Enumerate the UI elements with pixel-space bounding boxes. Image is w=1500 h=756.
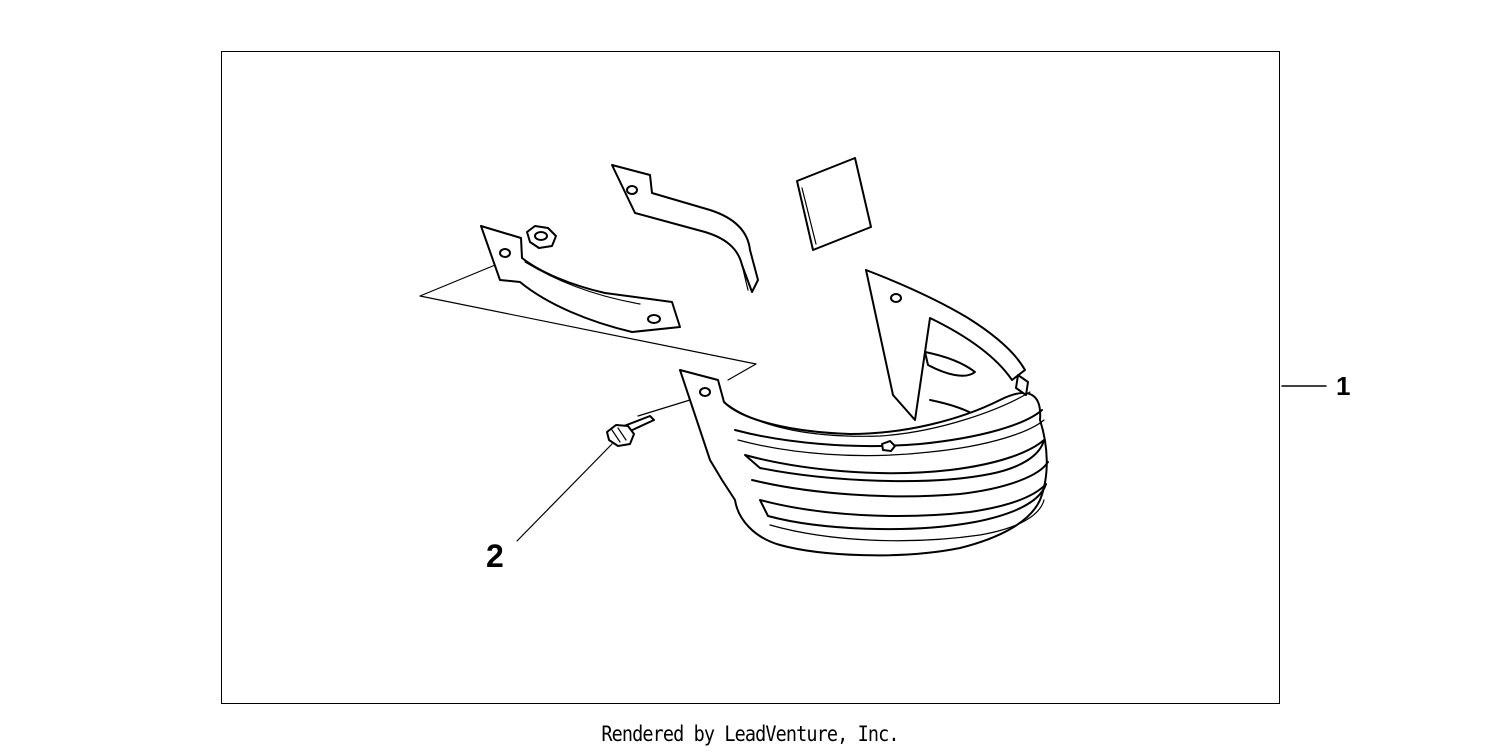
guard-shroud	[679, 269, 1049, 557]
flange-nut	[526, 225, 557, 249]
callout-2-leader	[516, 443, 613, 542]
left-bracket	[480, 225, 681, 333]
flange-bolt	[606, 415, 655, 447]
assembly-guide-lines	[419, 262, 757, 381]
callout-1-label: 1	[1336, 371, 1351, 401]
callout-2-label: 2	[486, 538, 504, 574]
render-credit: Rendered by LeadVenture, Inc.	[601, 722, 899, 746]
diagram-frame	[221, 51, 1280, 704]
square-pad	[796, 157, 872, 251]
upper-bracket	[611, 164, 759, 293]
